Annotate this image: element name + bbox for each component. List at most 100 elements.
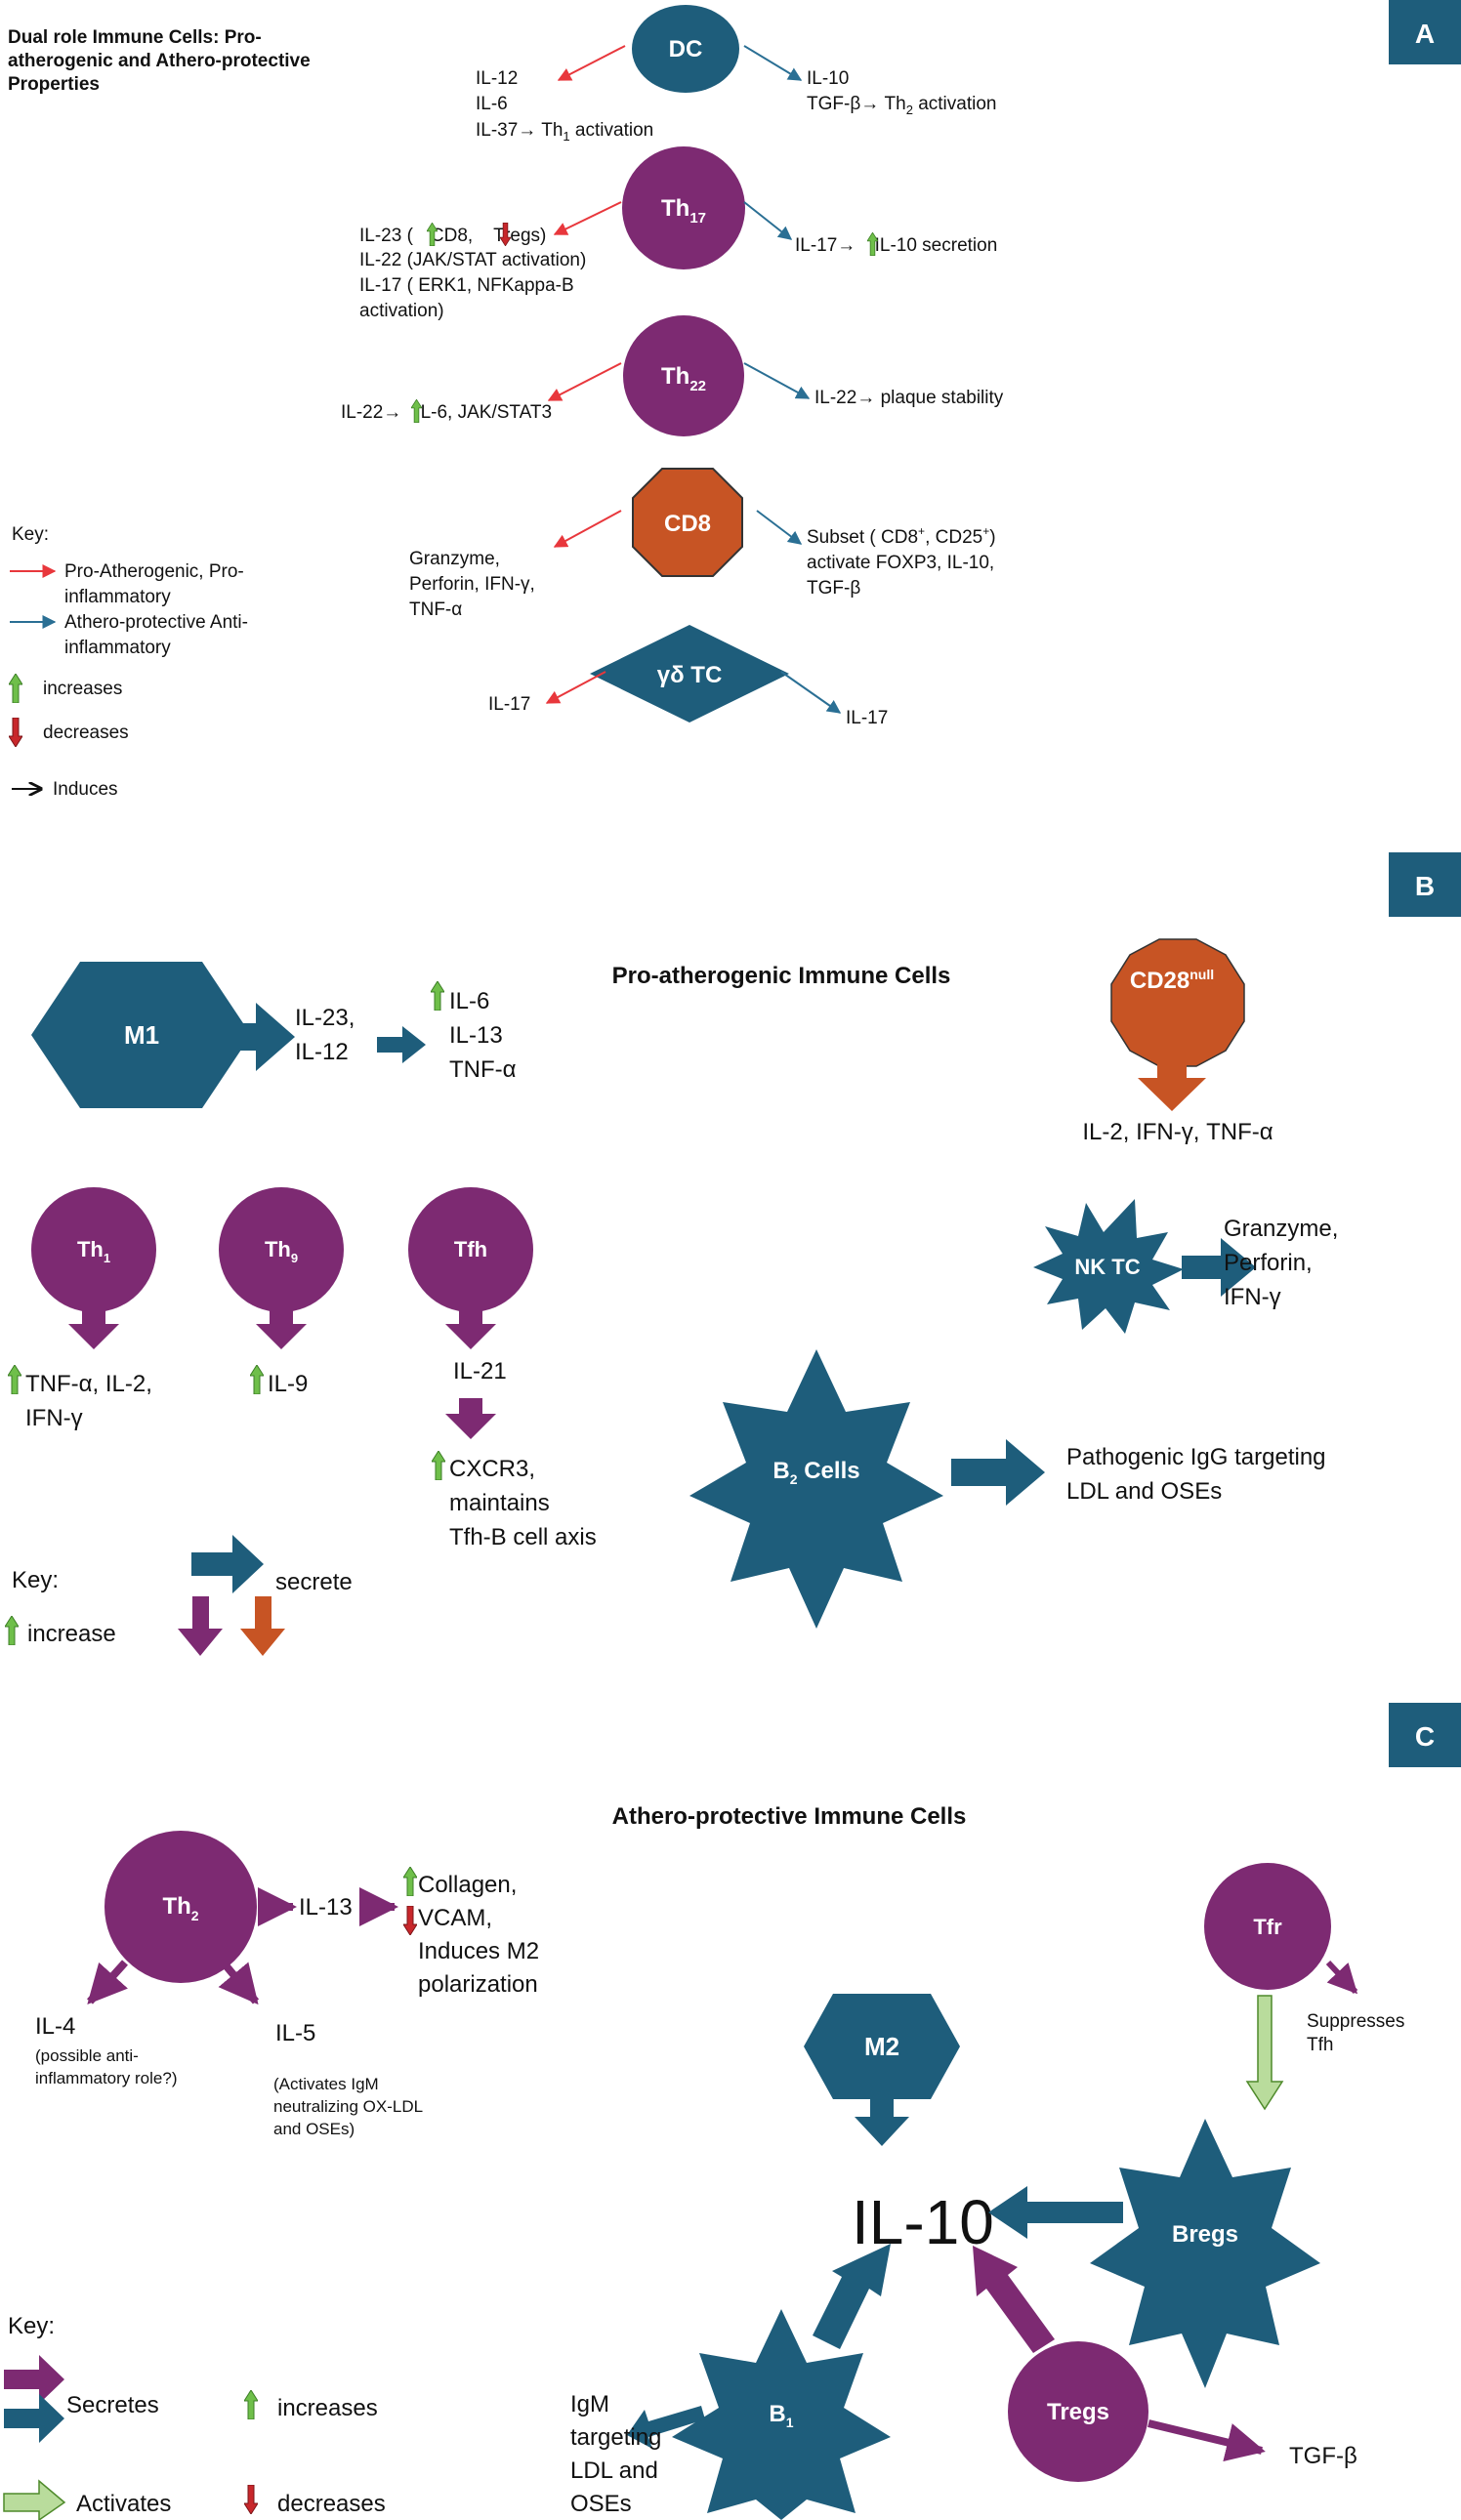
key-teal-arrow — [4, 2394, 64, 2443]
th2-il5-arrow — [218, 1962, 260, 2005]
il13-outputs-text: Collagen, VCAM, Induces M2 polarization — [418, 1872, 546, 1998]
th2-il5-text: IL-5 — [275, 2020, 315, 2046]
key-teal-arrow — [191, 1535, 264, 1593]
decrease-icon — [244, 2485, 258, 2514]
b2-secrete-arrow — [951, 1439, 1045, 1506]
svg-text:IL-17→ IL-10 secretion: IL-17→ IL-10 secretion — [795, 235, 997, 256]
nktc-label: NK TC — [1074, 1255, 1140, 1279]
panel-c-key: Key: Secretes Activates increases decrea… — [3, 2313, 386, 2520]
panel-b-badge-label: B — [1415, 871, 1435, 901]
key-title: Key: — [12, 524, 49, 545]
cd8-pro-text: Granzyme, Perforin, IFN-γ, TNF-α — [409, 549, 540, 620]
th22-protective-text: IL-22→ plaque stability — [814, 388, 1004, 408]
key-c-title: Key: — [8, 2313, 55, 2339]
panel-b-badge — [1389, 852, 1461, 917]
gamma-delta-tc-node — [590, 625, 789, 723]
decrease-icon — [403, 1906, 417, 1935]
dc-label: DC — [669, 36, 703, 62]
increase-icon — [403, 1867, 417, 1896]
key-b-title: Key: — [12, 1567, 59, 1593]
dc-pro-arrow — [557, 45, 626, 81]
m1-secondary-arrow — [377, 1026, 426, 1063]
key-purple-arrow — [4, 2355, 64, 2404]
key-purple-arrow — [178, 1596, 223, 1656]
b1-il10-arrow — [813, 2244, 891, 2349]
key-c-decreases-text: decreases — [277, 2491, 386, 2517]
key-orange-arrow — [240, 1596, 285, 1656]
th1-outputs-text: TNF-α, IL-2, IFN-γ — [25, 1371, 159, 1431]
tregs-label: Tregs — [1047, 2399, 1109, 2425]
increase-icon — [250, 1365, 264, 1394]
cd8-protective-text: Subset ( CD8+, CD25+) activate FOXP3, IL… — [807, 524, 1001, 599]
b2-cells-node — [689, 1349, 943, 1629]
tfh-label: Tfh — [454, 1237, 487, 1261]
panel-b-key: Key: increase secrete — [5, 1535, 353, 1656]
dc-pro-text: IL-12 IL-6 IL-37→ Th1 activation — [476, 68, 653, 144]
tfr-suppress-arrow — [1325, 1960, 1358, 1995]
panel-a: A Dual role Immune Cells: Pro- atherogen… — [8, 0, 1461, 800]
key-green-arrow — [3, 2479, 66, 2520]
panel-a-title: Dual role Immune Cells: Pro- atherogenic… — [8, 27, 315, 95]
th2-node — [104, 1831, 257, 1983]
panel-b: B Pro-atherogenic Immune Cells M1 IL-23,… — [5, 852, 1461, 1656]
panel-a-badge — [1389, 0, 1461, 64]
tregs-node — [1008, 2341, 1148, 2482]
m2-secrete-arrow — [855, 2099, 909, 2146]
gdtc-protective-text: IL-17 — [846, 708, 888, 728]
m1-secrete-arrow — [215, 1003, 295, 1071]
key-b-secrete-text: secrete — [275, 1569, 353, 1595]
nktc-node — [1033, 1199, 1184, 1334]
m2-node — [804, 1994, 960, 2099]
th9-node — [219, 1187, 344, 1312]
th2-label: Th2 — [162, 1893, 198, 1923]
svg-text:IL-22 (JAK/STAT activation): IL-22 (JAK/STAT activation) IL-17 ( ERK1… — [359, 250, 592, 321]
m1-node — [31, 962, 251, 1108]
cd28null-label: CD28null — [1130, 967, 1214, 994]
b1-igm-arrow — [627, 2406, 705, 2449]
b2-outputs-text: Pathogenic IgG targeting LDL and OSEs — [1066, 1444, 1332, 1505]
th17-node — [622, 146, 745, 269]
th22-pro-text: IL-22→IL-6, JAK/STAT3 — [341, 399, 552, 423]
th1-label: Th1 — [77, 1237, 110, 1265]
bregs-label: Bregs — [1172, 2221, 1238, 2248]
panel-c-badge — [1389, 1703, 1461, 1767]
key-b-increase-text: increase — [27, 1621, 116, 1647]
th9-secrete-arrow — [256, 1310, 307, 1349]
key-c-increases-text: increases — [277, 2395, 378, 2421]
tregs-outputs-text: TGF-β — [1289, 2443, 1357, 2469]
panel-a-badge-label: A — [1415, 19, 1435, 49]
th17-protective-text: IL-17→ IL-10 secretion — [795, 232, 997, 256]
m1-outputs-text: IL-6 IL-13 TNF-α — [449, 988, 517, 1083]
th2-il5-note: (Activates IgM neutralizing OX-LDL and O… — [273, 2075, 427, 2138]
th17-pro-arrow — [553, 201, 622, 235]
th9-outputs-text: IL-9 — [268, 1371, 308, 1397]
bregs-secrete-arrow — [988, 2186, 1123, 2239]
th22-protective-arrow — [743, 362, 811, 399]
svg-text:IL-22→IL-6, JAK/STAT3: IL-22→IL-6, JAK/STAT3 — [341, 402, 552, 423]
cd8-protective-arrow — [756, 510, 803, 545]
increase-icon — [8, 1365, 21, 1394]
key-induces-text: Induces — [53, 779, 118, 800]
increase-icon — [244, 2390, 258, 2419]
m1-secretes-text: IL-23, IL-12 — [295, 1005, 361, 1065]
gamma-delta-tc-label: γδ TC — [657, 662, 723, 688]
tfh-outputs-text: CXCR3, maintains Tfh-B cell axis — [449, 1456, 597, 1550]
tregs-il10-arrow — [973, 2246, 1055, 2353]
th1-secrete-arrow — [68, 1310, 119, 1349]
th2-il13-text: IL-13 — [299, 1894, 353, 1921]
key-pro-text: Pro-Atherogenic, Pro- inflammatory — [64, 561, 249, 607]
b1-label: B1 — [769, 2401, 793, 2430]
th17-protective-arrow — [743, 201, 793, 240]
svg-text:IL-23 (CD8, Tregs): IL-23 (CD8, Tregs) — [359, 226, 546, 246]
th22-label: Th22 — [661, 363, 706, 394]
panel-a-key: Key: Pro-Atherogenic, Pro- inflammatory … — [9, 524, 249, 800]
increase-icon — [9, 674, 22, 703]
increase-icon — [432, 1451, 445, 1480]
tfh-secondary-arrow — [445, 1398, 496, 1439]
panel-c: C Athero-protective Immune Cells Th2 IL-… — [3, 1703, 1461, 2520]
key-c-secretes-text: Secretes — [66, 2392, 159, 2418]
th17-label: Th17 — [661, 195, 706, 227]
il10-text: IL-10 — [852, 2187, 994, 2257]
panel-c-title: Athero-protective Immune Cells — [612, 1803, 967, 1830]
b1-outputs-text: IgM targeting LDL and OSEs — [570, 2391, 668, 2517]
